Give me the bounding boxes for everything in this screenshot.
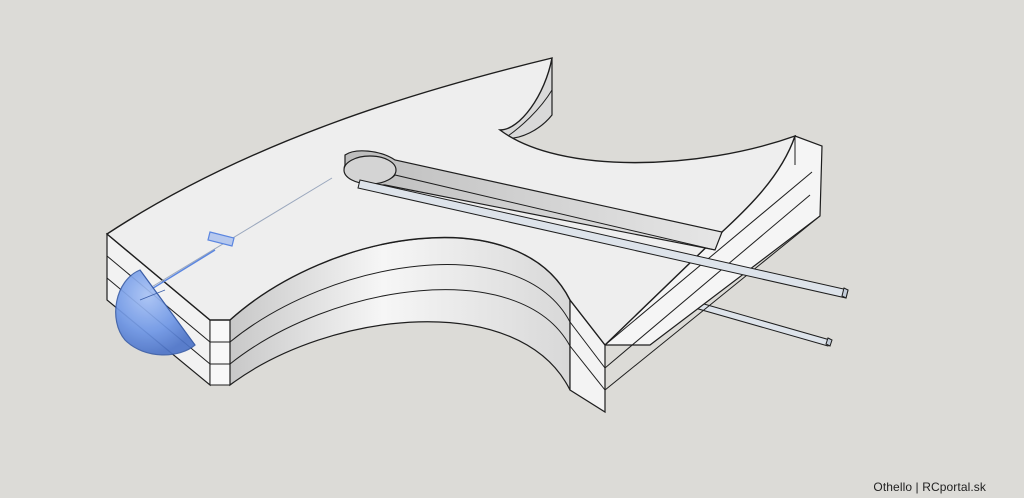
guide-line [149,177,333,291]
selection-marker[interactable] [207,231,235,247]
upper-rod[interactable] [357,179,849,299]
lower-rod[interactable] [687,299,833,347]
watermark-text: Othello | RCportal.sk [873,480,986,494]
slot-groove[interactable] [343,150,723,251]
blue-sphere[interactable] [115,269,196,356]
